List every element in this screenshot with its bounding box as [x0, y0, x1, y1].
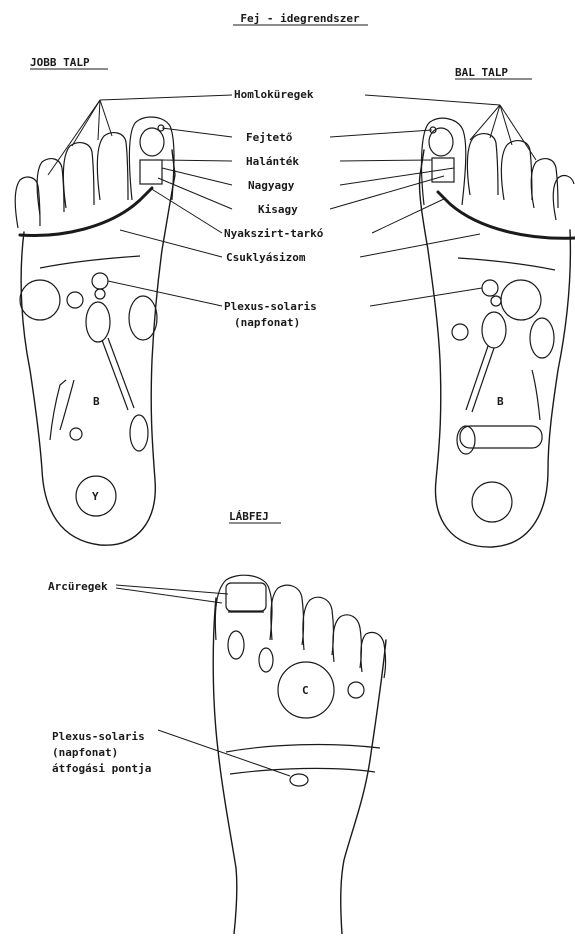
label-nagyagy: Nagyagy: [248, 179, 295, 192]
right-mid-letter: B: [93, 395, 100, 408]
left-shoulder-line: [458, 258, 555, 270]
right-sole-outline: [21, 150, 175, 545]
page-title: Fej - idegrendszer: [240, 12, 360, 25]
foot-top-small-zone: [348, 682, 364, 698]
label-csuklyasizom: Csuklyásizom: [226, 251, 306, 264]
left-lung-zone: [501, 280, 541, 320]
right-shoulder-line: [40, 256, 140, 268]
arcuregek-leader-1: [116, 585, 228, 594]
right-toe-2: [97, 133, 128, 200]
right-intestine-line-2: [60, 380, 74, 430]
label-kisagy: Kisagy: [258, 203, 298, 216]
right-sole-title: JOBB TALP: [30, 56, 90, 69]
plexus2-leader: [158, 730, 290, 776]
foot-top-letter: C: [302, 684, 309, 697]
foot-top-outline: [213, 598, 386, 934]
left-toe-5: [553, 176, 574, 220]
label-plexus2-3: átfogási pontja: [52, 762, 151, 775]
right-heel-letter: Y: [92, 490, 99, 503]
foot-top: C: [213, 575, 386, 934]
foot-top-tonsil-zone: [228, 631, 244, 659]
left-toe-3: [501, 141, 532, 200]
right-temple-zone: [140, 160, 162, 184]
right-appendix-zone: [70, 428, 82, 440]
label-plexus2-1: Plexus-solaris: [52, 730, 145, 743]
left-intestine-line: [532, 370, 540, 420]
label-fejteto: Fejtető: [246, 131, 293, 144]
right-toe-5: [15, 177, 40, 228]
foot-top-band-lower: [230, 768, 375, 774]
right-lung-zone: [20, 280, 60, 320]
left-solar-plexus-zone: [482, 280, 498, 296]
left-neck-band: [438, 192, 575, 238]
right-ureter-line-2: [108, 338, 134, 408]
left-heel-zone: [472, 482, 512, 522]
foot-top-toe-3: [303, 597, 334, 655]
foot-top-toe-2: [271, 585, 304, 645]
foot-top-title: LÁBFEJ: [229, 510, 269, 523]
foot-top-toe-4: [333, 615, 362, 668]
foot-top-plexus-point: [290, 774, 308, 786]
left-toe-2: [467, 134, 498, 195]
label-homloku: Homloküregek: [234, 88, 314, 101]
label-arcuregek: Arcüregek: [48, 580, 108, 593]
left-mid-letter: B: [497, 395, 504, 408]
label-plexus-2: (napfonat): [234, 316, 300, 329]
right-solar-plexus-zone: [92, 273, 108, 289]
right-sole: Y B: [15, 117, 175, 545]
left-spleen-zone: [530, 318, 554, 358]
right-adrenal-zone: [67, 292, 83, 308]
right-toe-3: [63, 143, 94, 208]
foot-top-lymph-zone: [259, 648, 273, 672]
arcuregek-leader-2: [116, 588, 222, 603]
right-head-zone: [140, 128, 164, 156]
left-ureter-line: [466, 346, 488, 410]
label-nyakszirt: Nyakszirt-tarkó: [224, 227, 324, 240]
left-sole-title: BAL TALP: [455, 66, 508, 79]
label-plexus-1: Plexus-solaris: [224, 300, 317, 313]
right-plexus-point: [95, 289, 105, 299]
left-toe-4: [531, 159, 558, 208]
right-ureter-line: [102, 340, 128, 410]
left-adrenal-zone: [452, 324, 468, 340]
right-kidney-zone: [86, 302, 110, 342]
foot-top-sinus-zone: [226, 583, 266, 611]
left-big-toe: [422, 118, 466, 205]
label-halantek: Halánték: [246, 155, 299, 168]
right-intestine-line: [50, 380, 66, 440]
left-sole: B: [419, 118, 575, 547]
foot-top-big-toe: [215, 575, 272, 640]
right-bladder-zone: [130, 415, 148, 451]
left-ureter-line-2: [472, 348, 494, 412]
left-head-zone: [429, 128, 453, 156]
left-kidney-zone: [482, 312, 506, 348]
label-plexus2-2: (napfonat): [52, 746, 118, 759]
right-liver-zone: [129, 296, 157, 340]
right-toe-4: [37, 159, 64, 215]
left-plexus-point: [491, 296, 501, 306]
foot-top-band-upper: [226, 745, 380, 752]
